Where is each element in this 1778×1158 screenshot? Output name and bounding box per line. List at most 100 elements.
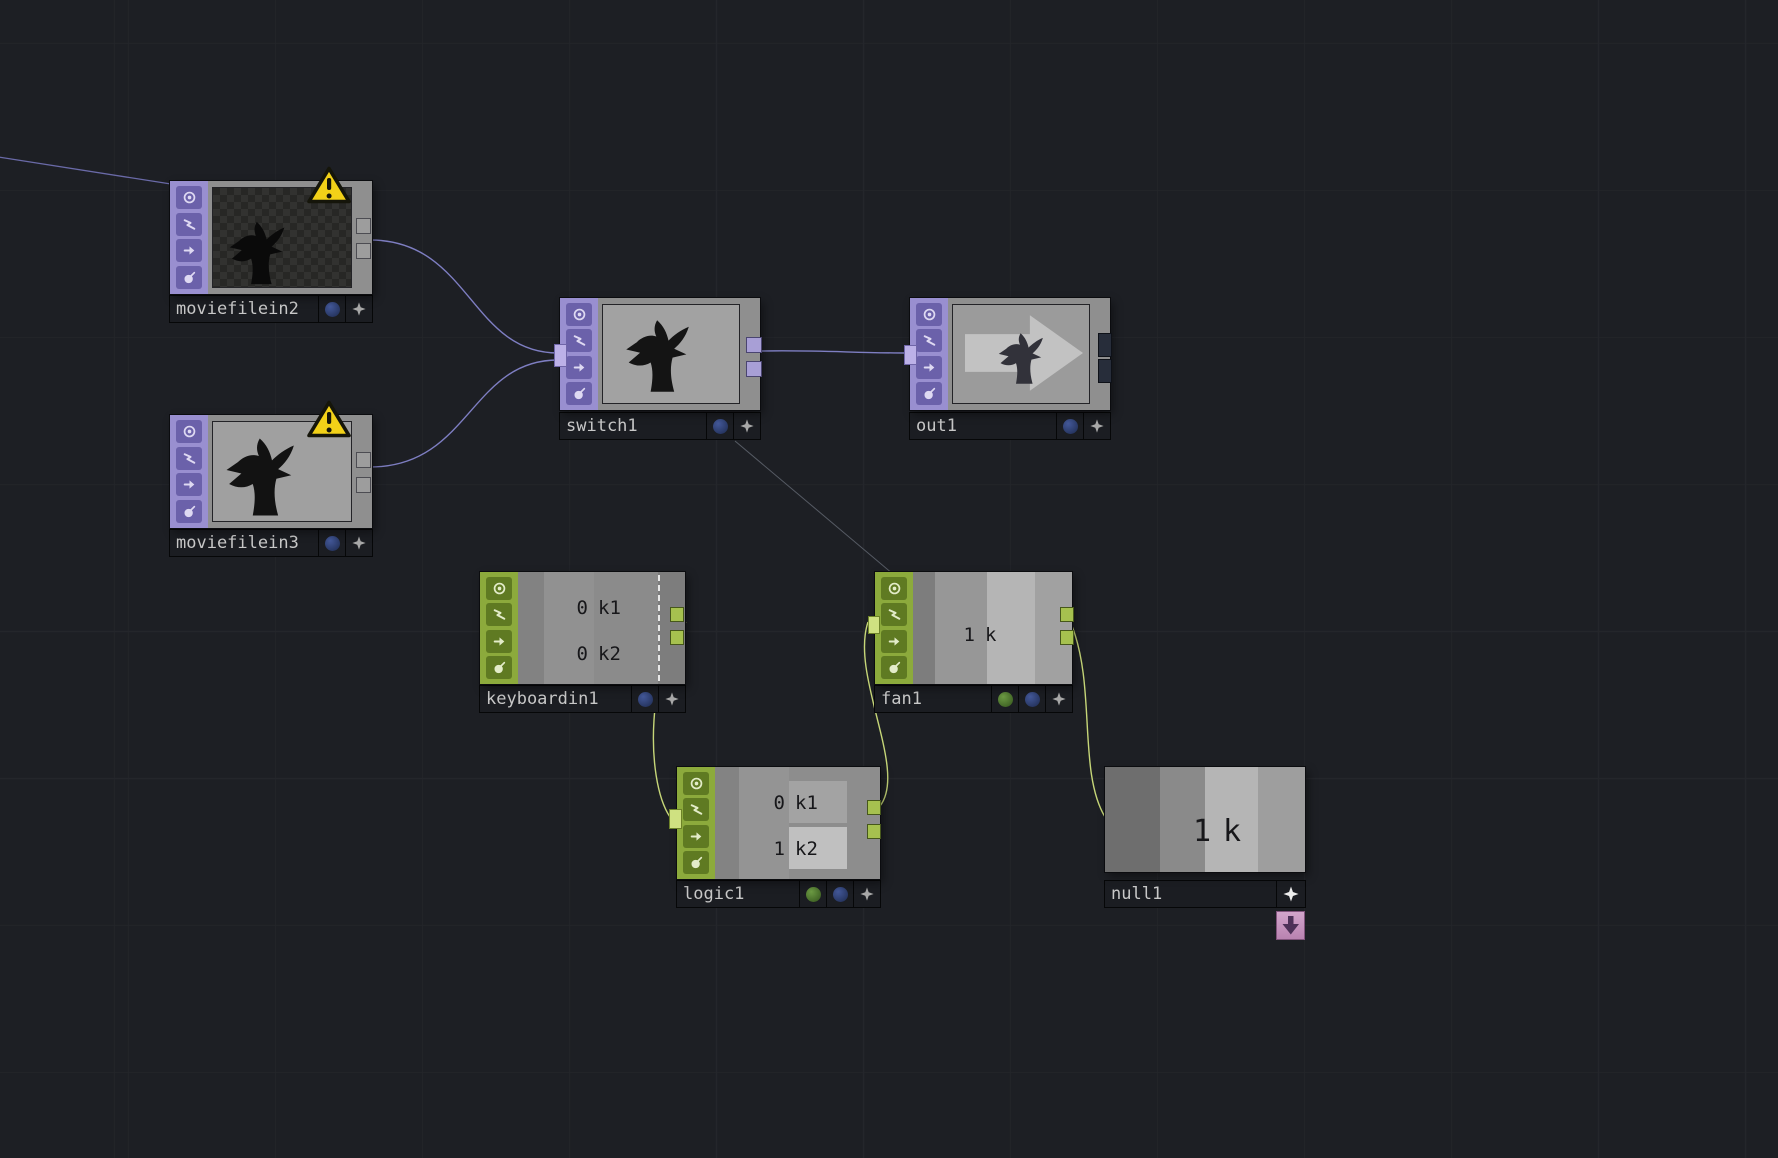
green-dot-icon — [805, 886, 821, 902]
output-connector[interactable] — [1060, 630, 1074, 645]
star-flag[interactable] — [1276, 881, 1305, 907]
star-flag[interactable] — [733, 413, 760, 439]
viewer-flag-icon[interactable] — [881, 577, 907, 601]
bypass-flag-icon[interactable] — [176, 212, 202, 236]
wire-switch1-out1[interactable] — [761, 350, 909, 354]
bomb-flag-icon[interactable] — [486, 655, 512, 679]
bomb-flag-icon[interactable] — [176, 265, 202, 289]
viewer-flag-icon[interactable] — [176, 420, 202, 444]
output-connector[interactable] — [356, 243, 371, 259]
bypass-flag-icon[interactable] — [486, 603, 512, 627]
node-name-label[interactable]: fan1 — [881, 689, 922, 709]
output-connector[interactable] — [1060, 607, 1074, 622]
output-connector[interactable] — [746, 337, 762, 353]
bypass-flag-icon[interactable] — [916, 329, 942, 353]
output-connector[interactable] — [1098, 333, 1112, 357]
cook-flag-dot[interactable] — [799, 881, 826, 907]
node-null1[interactable]: 1 k null1 — [1105, 767, 1305, 939]
wire-moviefilein3-switch1[interactable] — [369, 359, 559, 468]
warning-icon[interactable] — [306, 165, 352, 205]
node-moviefilein2[interactable]: moviefilein2 — [170, 166, 372, 322]
bomb-flag-icon[interactable] — [566, 381, 592, 405]
star-icon — [740, 419, 754, 433]
output-connector[interactable] — [1098, 359, 1112, 383]
display-flag-dot[interactable] — [631, 686, 658, 712]
bypass-flag-icon[interactable] — [566, 329, 592, 353]
star-flag[interactable] — [1045, 686, 1072, 712]
input-connector[interactable] — [868, 616, 880, 634]
channel-name: k — [985, 624, 997, 646]
output-connector[interactable] — [746, 361, 762, 377]
star-flag[interactable] — [345, 296, 372, 322]
cook-flag-dot[interactable] — [991, 686, 1018, 712]
viewer-flag-icon[interactable] — [486, 577, 512, 601]
bypass-flag-icon[interactable] — [881, 603, 907, 627]
node-out1[interactable]: out1 — [904, 298, 1112, 439]
channel-name: k2 — [795, 838, 818, 860]
display-flag-dot[interactable] — [826, 881, 853, 907]
arrow-flag-icon[interactable] — [916, 355, 942, 379]
node-name-label[interactable]: keyboardin1 — [486, 689, 599, 709]
node-name-label[interactable]: moviefilein2 — [176, 299, 299, 319]
viewer-flag-icon[interactable] — [176, 186, 202, 210]
viewer-flag-icon[interactable] — [566, 303, 592, 327]
output-connector[interactable] — [356, 477, 371, 493]
channel-value: 1 — [1192, 814, 1211, 849]
wire-reference-switch1-fan1[interactable] — [734, 440, 894, 575]
arrow-flag-icon[interactable] — [176, 239, 202, 263]
output-connector[interactable] — [670, 607, 684, 622]
channel-row: 0 k2 — [510, 643, 621, 665]
node-name-label[interactable]: logic1 — [683, 884, 745, 904]
input-connector[interactable] — [669, 809, 682, 829]
export-badge[interactable] — [1277, 912, 1304, 939]
star-flag[interactable] — [1083, 413, 1110, 439]
star-flag[interactable] — [345, 530, 372, 556]
output-connector[interactable] — [356, 218, 371, 234]
node-fan1[interactable]: 1 k fan1 — [868, 572, 1074, 712]
chop-band — [1258, 767, 1305, 872]
wire-moviefilein2-switch1[interactable] — [369, 239, 559, 354]
arrow-flag-icon[interactable] — [566, 355, 592, 379]
display-flag-dot[interactable] — [318, 530, 345, 556]
input-connector[interactable] — [554, 344, 567, 367]
warning-icon[interactable] — [306, 399, 352, 439]
node-name-label[interactable]: moviefilein3 — [176, 533, 299, 553]
flag-column — [677, 767, 715, 879]
dragon-thumbnail — [226, 438, 294, 516]
output-connector[interactable] — [356, 452, 371, 468]
display-flag-dot[interactable] — [706, 413, 733, 439]
node-logic1[interactable]: 0 k1 1 k2 logic1 — [669, 767, 881, 907]
viewer-flag-icon[interactable] — [683, 772, 709, 796]
node-moviefilein3[interactable]: moviefilein3 — [170, 400, 372, 556]
arrow-flag-icon[interactable] — [881, 629, 907, 653]
display-flag-dot[interactable] — [1056, 413, 1083, 439]
node-name-label[interactable]: switch1 — [566, 416, 638, 436]
star-flag[interactable] — [658, 686, 685, 712]
bomb-flag-icon[interactable] — [176, 499, 202, 523]
display-flag-dot[interactable] — [318, 296, 345, 322]
star-flag[interactable] — [853, 881, 880, 907]
arrow-flag-icon[interactable] — [683, 824, 709, 848]
bomb-flag-icon[interactable] — [683, 850, 709, 874]
wire-fan1-null1[interactable] — [1071, 625, 1106, 818]
node-name-label[interactable]: null1 — [1111, 884, 1163, 904]
display-flag-dot[interactable] — [1018, 686, 1045, 712]
bomb-flag-icon[interactable] — [916, 381, 942, 405]
logic-state-block — [789, 781, 847, 823]
input-connector[interactable] — [904, 345, 917, 365]
arrow-flag-icon[interactable] — [176, 473, 202, 497]
bypass-flag-icon[interactable] — [683, 798, 709, 822]
bomb-flag-icon[interactable] — [881, 655, 907, 679]
node-switch1[interactable]: switch1 — [554, 298, 762, 439]
output-connector[interactable] — [867, 800, 881, 815]
output-connector[interactable] — [867, 824, 881, 839]
wire-logic1-fan1[interactable] — [863, 621, 889, 807]
arrow-flag-icon[interactable] — [486, 629, 512, 653]
node-name-row: out1 — [910, 413, 1110, 439]
node-name-label[interactable]: out1 — [916, 416, 957, 436]
output-connector[interactable] — [670, 630, 684, 645]
bypass-flag-icon[interactable] — [176, 446, 202, 470]
node-keyboardin1[interactable]: 0 k1 0 k2 keyboardin1 — [480, 572, 685, 712]
viewer-flag-icon[interactable] — [916, 303, 942, 327]
